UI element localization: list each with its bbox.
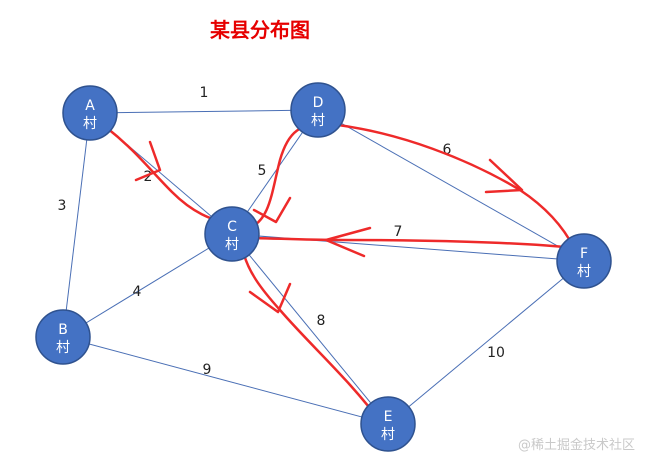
node-label-e: E bbox=[384, 409, 393, 425]
route-annotation bbox=[105, 122, 576, 426]
edge-b-c bbox=[62, 233, 233, 338]
node-circle-b bbox=[35, 309, 91, 365]
node-sublabel-e: 村 bbox=[381, 427, 395, 443]
edge-weight-e-f: 10 bbox=[487, 345, 505, 361]
route-f-to-c bbox=[244, 236, 576, 250]
node-f: F村 bbox=[556, 233, 612, 289]
route-arrow-c-e bbox=[248, 282, 292, 314]
node-c: C村 bbox=[204, 206, 260, 262]
edge-weight-a-d: 1 bbox=[200, 85, 209, 101]
node-a: A村 bbox=[62, 85, 118, 141]
edge-weight-c-e: 8 bbox=[317, 313, 326, 329]
node-sublabel-a: 村 bbox=[83, 116, 97, 132]
edge-weight-c-d: 5 bbox=[258, 163, 267, 179]
edge-c-e bbox=[231, 233, 389, 425]
route-d-to-f bbox=[328, 122, 576, 250]
route-arrow-d-f bbox=[484, 158, 524, 194]
edge-a-b bbox=[62, 112, 91, 338]
node-sublabel-f: 村 bbox=[577, 264, 591, 280]
edge-a-d bbox=[89, 109, 319, 114]
node-circle-e bbox=[360, 396, 416, 452]
node-label-a: A bbox=[85, 98, 95, 114]
edge-weight-c-f: 7 bbox=[394, 224, 403, 240]
route-arrow-f-c bbox=[324, 226, 372, 258]
node-label-c: C bbox=[227, 219, 237, 235]
node-sublabel-c: 村 bbox=[225, 237, 239, 253]
node-circle-d bbox=[290, 82, 346, 138]
node-label-f: F bbox=[580, 246, 588, 262]
node-circle-f bbox=[556, 233, 612, 289]
route-c-to-e bbox=[240, 244, 384, 426]
node-circle-c bbox=[204, 206, 260, 262]
diagram-title: 某县分布图 bbox=[210, 18, 310, 42]
node-b: B村 bbox=[35, 309, 91, 365]
node-label-b: B bbox=[58, 322, 68, 338]
edge-e-f bbox=[387, 260, 585, 425]
edge-weight-d-f: 6 bbox=[443, 142, 452, 158]
node-circle-a bbox=[62, 85, 118, 141]
route-arrow-c-d bbox=[252, 196, 292, 224]
route-arrow-a-c bbox=[134, 140, 162, 182]
node-d: D村 bbox=[290, 82, 346, 138]
node-sublabel-b: 村 bbox=[56, 340, 70, 356]
edge-weight-a-c: 2 bbox=[144, 169, 153, 185]
edge-weight-a-b: 3 bbox=[58, 198, 67, 214]
watermark: @稀土掘金技术社区 bbox=[517, 438, 635, 453]
edge-weight-b-c: 4 bbox=[133, 284, 142, 300]
edge-weight-b-e: 9 bbox=[203, 362, 212, 378]
node-sublabel-d: 村 bbox=[311, 113, 325, 129]
node-label-d: D bbox=[313, 95, 324, 111]
node-e: E村 bbox=[360, 396, 416, 452]
edge-d-f bbox=[317, 109, 585, 262]
edge-b-e bbox=[62, 336, 389, 425]
